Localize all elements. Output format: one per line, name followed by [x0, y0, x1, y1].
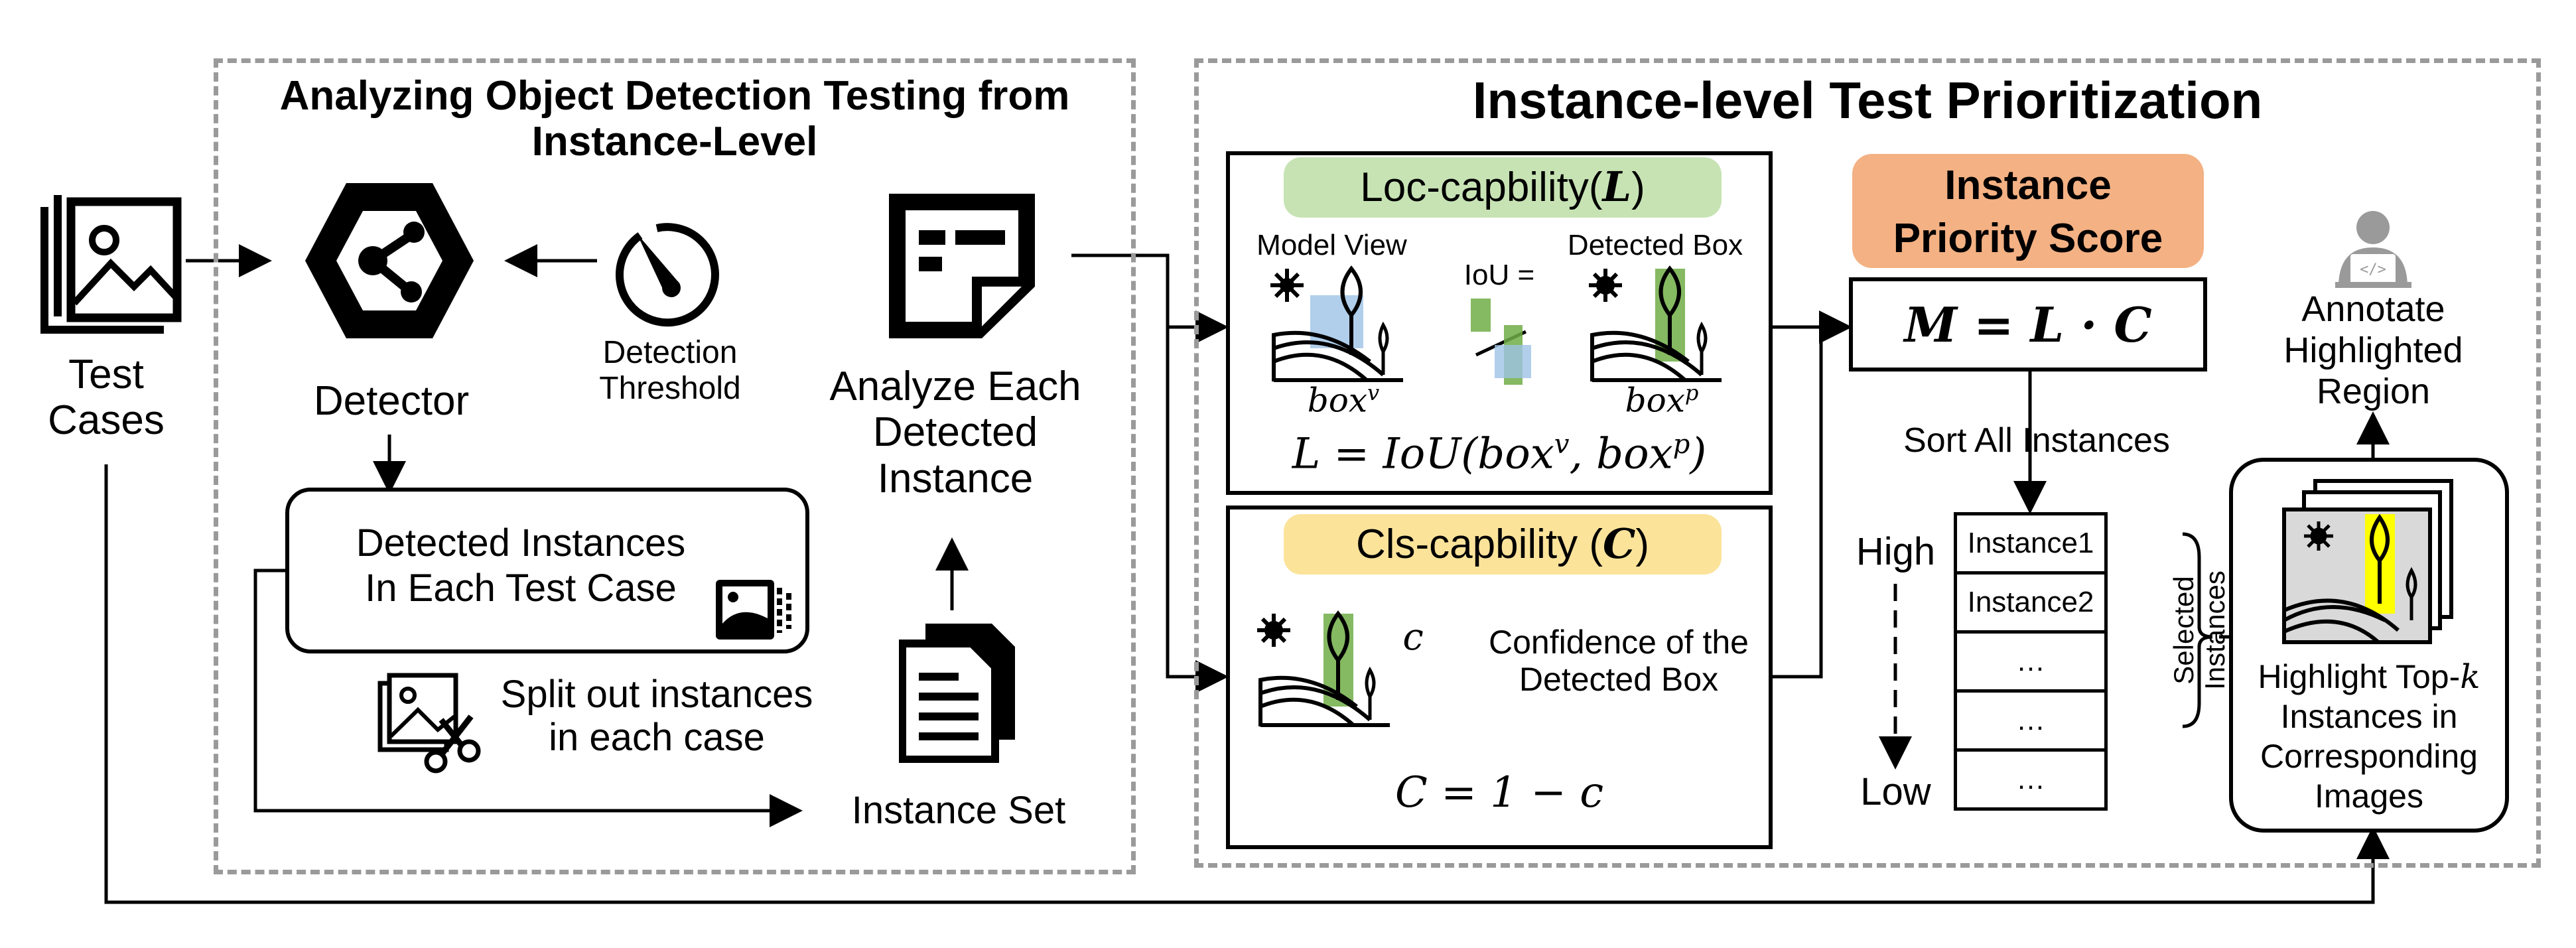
left-panel-title: Analyzing Object Detection Testing from … [279, 73, 1070, 165]
cls-scene-icon [1257, 610, 1390, 727]
split-scissors-icon [377, 673, 481, 774]
detected-instances-label: Detected Instances In Each Test Case [356, 521, 686, 610]
analyze-label: Analyze Each Detected Instance [829, 364, 1081, 502]
right-panel-frame [1194, 58, 2541, 868]
instance-row: … [1954, 748, 2108, 811]
detector-hexagon-icon [305, 183, 474, 338]
box-p-label: boxp [1625, 380, 1699, 420]
instance-row: Instance2 [1954, 571, 2108, 634]
priority-formula-box [1849, 277, 2207, 372]
left-panel-frame [214, 58, 1136, 874]
low-label: Low [1860, 770, 1931, 813]
cls-formula: C = 1 − c [1394, 768, 1604, 817]
selected-instances-label: Selected Instances [2167, 571, 2230, 690]
analyze-note-icon [889, 194, 1035, 338]
loc-capability-header: Loc-capbility(L) [1284, 157, 1722, 218]
threshold-label: Detection Threshold [599, 335, 741, 406]
detector-label: Detector [313, 378, 470, 424]
sort-instances-label: Sort All Instances [1903, 421, 2170, 460]
high-label: High [1856, 530, 1936, 573]
iou-label: IoU = [1463, 259, 1535, 291]
instance-set-document-icon [899, 624, 1015, 763]
highlight-images-box [2229, 458, 2509, 833]
loc-formula: L = IoU(boxv, boxp) [1292, 429, 1707, 479]
detected-box-scene-icon [1589, 265, 1722, 382]
image-stack-icon [716, 580, 791, 640]
right-panel-title: Instance-level Test Prioritization [1472, 71, 2263, 129]
svg-text:</>: </> [2360, 261, 2386, 278]
detected-box-label: Detected Box [1567, 229, 1743, 261]
model-view-scene-icon [1270, 265, 1403, 382]
confidence-label: Confidence of the Detected Box [1489, 624, 1749, 698]
split-out-label: Split out instances in each case [500, 673, 813, 759]
highlight-label: Highlight Top-k Instances in Correspondi… [2258, 657, 2480, 815]
instance-row: Instance1 [1954, 512, 2108, 575]
iou-overlap-icon [1471, 299, 1531, 385]
annotator-person-icon: </> [2335, 211, 2411, 288]
confidence-c-label: c [1402, 616, 1424, 659]
instance-row: … [1954, 630, 2108, 693]
test-cases-image-icon [40, 195, 182, 334]
instance-set-label: Instance Set [851, 789, 1066, 832]
instance-row: … [1954, 689, 2108, 752]
cls-capability-header: Cls-capbility (C) [1284, 514, 1722, 575]
threshold-gauge-icon [615, 223, 719, 327]
annotate-label: Annotate Highlighted Region [2283, 289, 2463, 412]
test-cases-label: Test Cases [48, 352, 165, 444]
priority-formula: M = L · C [1904, 297, 2152, 353]
priority-score-header: Instance Priority Score [1852, 154, 2204, 268]
highlighted-image-stack-icon [2282, 479, 2453, 644]
model-view-label: Model View [1256, 229, 1407, 261]
box-v-label: boxv [1307, 380, 1380, 420]
